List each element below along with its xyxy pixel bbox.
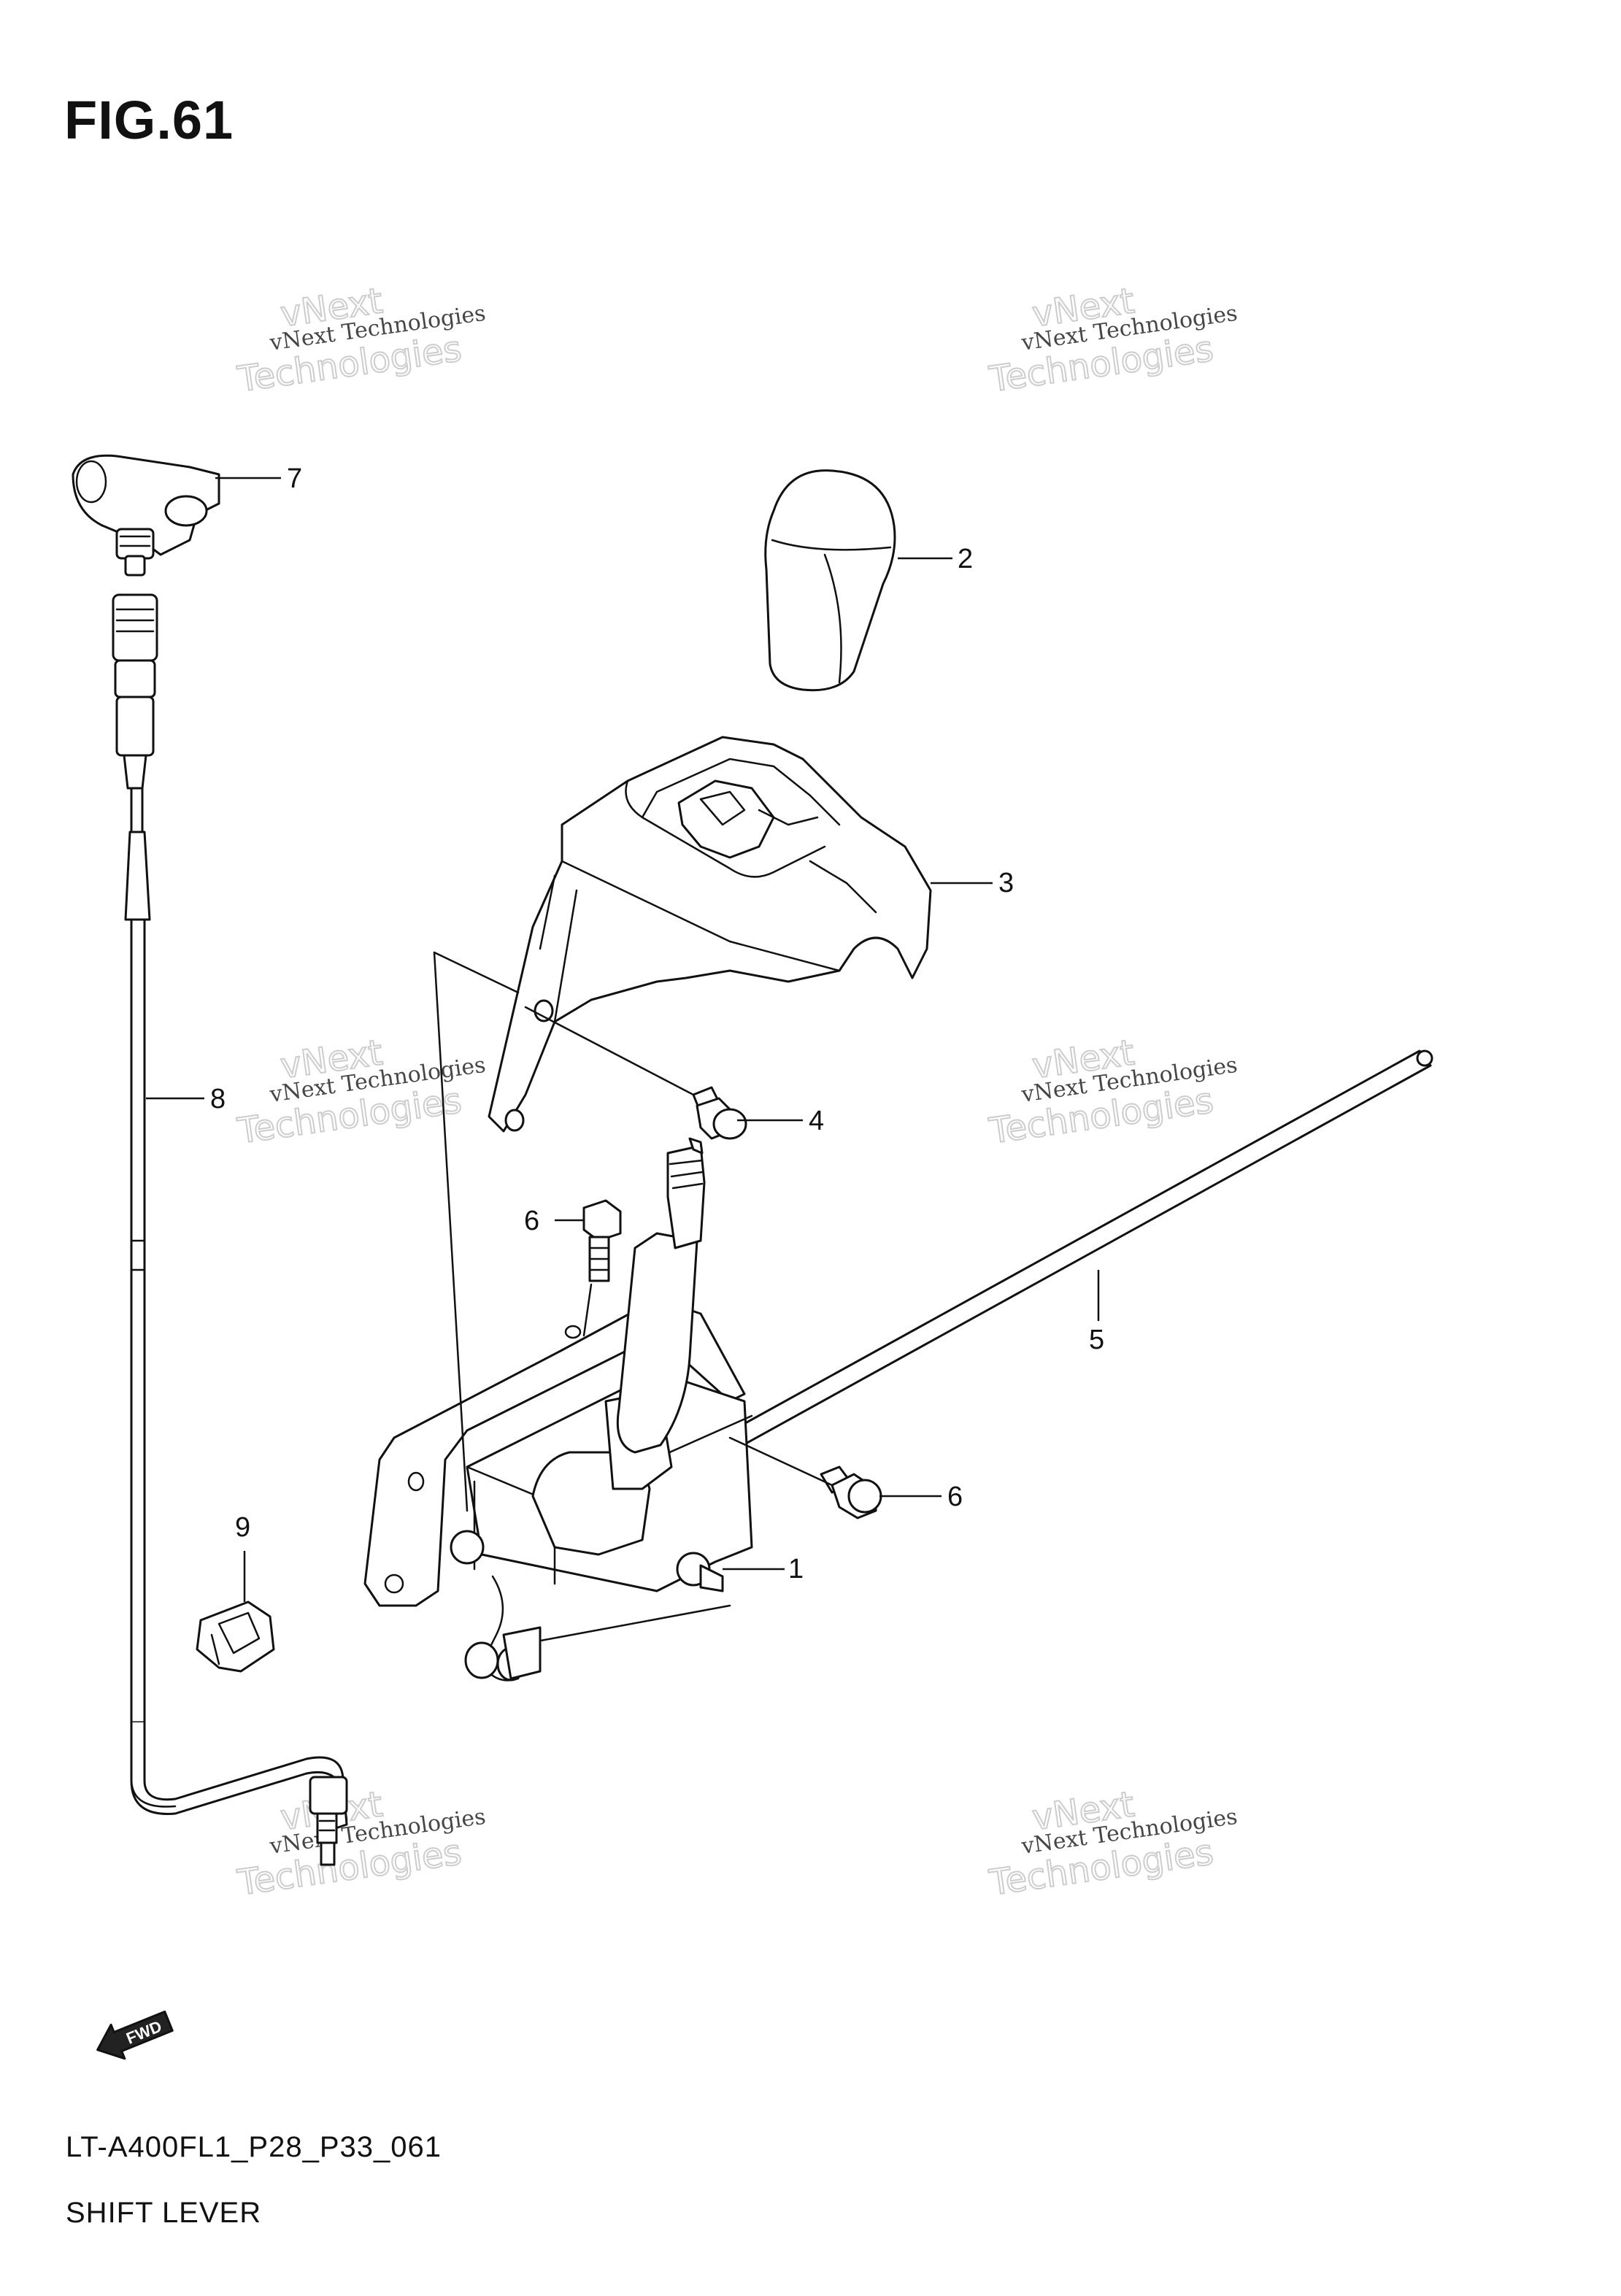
figure-title: FIG.61 [64, 90, 234, 150]
part-8-cable [112, 593, 348, 1866]
callout-8: 8 [210, 1084, 226, 1114]
watermark-top-right: vNext vNext Technologies Technologies [986, 280, 1239, 401]
part-1-lever-assembly [363, 1137, 753, 1681]
watermark-mid-right: vNext vNext Technologies Technologies [986, 1031, 1239, 1152]
watermark-top-left: vNext vNext Technologies Technologies [234, 280, 488, 401]
diagram-caption: SHIFT LEVER [66, 2197, 262, 2229]
part-6-bolt-lower [820, 1465, 882, 1519]
callout-9: 9 [235, 1512, 250, 1543]
watermark-bottom-right: vNext vNext Technologies Technologies [986, 1783, 1239, 1904]
callout-3: 3 [998, 868, 1014, 898]
forward-arrow-icon: FWD [96, 2010, 174, 2060]
part-3-console [488, 736, 932, 1133]
callout-6-upper: 6 [524, 1206, 539, 1236]
callout-leaders [146, 477, 1100, 1602]
callout-5: 5 [1089, 1325, 1104, 1355]
part-2-knob [764, 469, 896, 692]
part-7-switch [72, 454, 220, 577]
callout-2: 2 [958, 544, 973, 574]
model-code: LT-A400FL1_P28_P33_061 [66, 2131, 442, 2163]
part-9-clip [196, 1600, 275, 1673]
callout-4: 4 [809, 1106, 824, 1136]
callout-numbers: 1 2 3 4 5 6 6 7 8 9 [210, 463, 1104, 1584]
callout-1: 1 [788, 1554, 804, 1584]
assembly-reference-lines [433, 951, 833, 1512]
watermark-mid-left: vNext vNext Technologies Technologies [234, 1031, 488, 1152]
part-6-bolt-upper [582, 1199, 622, 1282]
watermark-bottom-left: vNext vNext Technologies Technologies [234, 1783, 488, 1904]
callout-6-lower: 6 [947, 1482, 963, 1512]
part-4-bolt [692, 1086, 747, 1140]
callout-7: 7 [287, 463, 302, 494]
